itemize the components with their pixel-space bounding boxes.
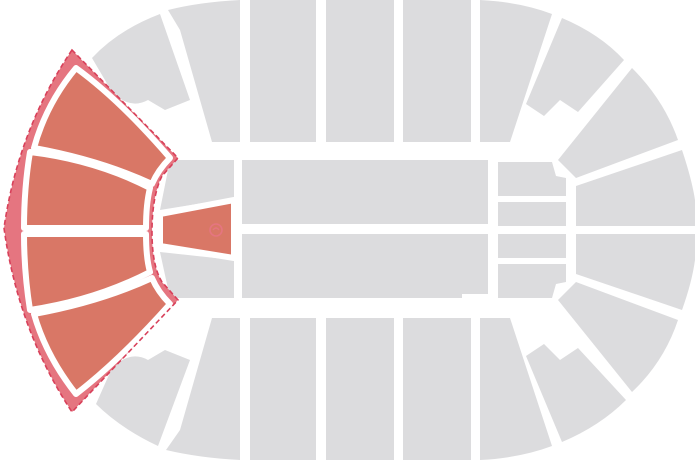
section-bottom-6[interactable] [480, 318, 552, 460]
selected-section-4[interactable] [31, 275, 173, 397]
floor-left-upper[interactable] [160, 160, 234, 210]
floor-section-lower[interactable] [242, 234, 462, 298]
section-bottom-3[interactable] [250, 318, 316, 460]
selected-section-1[interactable] [31, 65, 173, 187]
section-bottom-2[interactable] [166, 318, 240, 460]
stage-logo-icon [209, 223, 223, 237]
floor-right-block-1[interactable] [498, 162, 566, 196]
section-top-5[interactable] [403, 0, 471, 142]
right-end-sections [558, 68, 695, 392]
section-top-4[interactable] [326, 0, 394, 142]
section-top-6[interactable] [480, 0, 552, 142]
upper-sections [92, 0, 624, 142]
section-bottom-1[interactable] [96, 350, 190, 446]
section-right-3[interactable] [576, 234, 695, 310]
section-top-3[interactable] [250, 0, 316, 142]
selected-outline [3, 48, 180, 414]
lower-sections [96, 318, 626, 460]
selected-left-end [3, 48, 237, 414]
section-bottom-7[interactable] [526, 344, 626, 442]
selected-stage-wedge[interactable] [157, 197, 237, 261]
floor-left-lower[interactable] [160, 252, 234, 298]
floor-right-block-2[interactable] [498, 202, 566, 226]
floor-section-lower-ext[interactable] [462, 234, 488, 294]
floor-section-upper[interactable] [242, 160, 488, 224]
section-right-1[interactable] [558, 68, 678, 178]
section-top-1[interactable] [92, 14, 190, 110]
section-bottom-5[interactable] [403, 318, 471, 460]
selected-section-3[interactable] [21, 231, 153, 313]
selected-section-2[interactable] [21, 149, 153, 231]
floor-area [160, 160, 566, 298]
section-right-2[interactable] [576, 150, 695, 226]
section-bottom-4[interactable] [326, 318, 394, 460]
floor-right-block-4[interactable] [498, 264, 566, 298]
section-right-4[interactable] [558, 282, 678, 392]
floor-right-block-3[interactable] [498, 234, 566, 258]
section-top-7[interactable] [526, 18, 624, 116]
section-top-2[interactable] [168, 0, 240, 142]
